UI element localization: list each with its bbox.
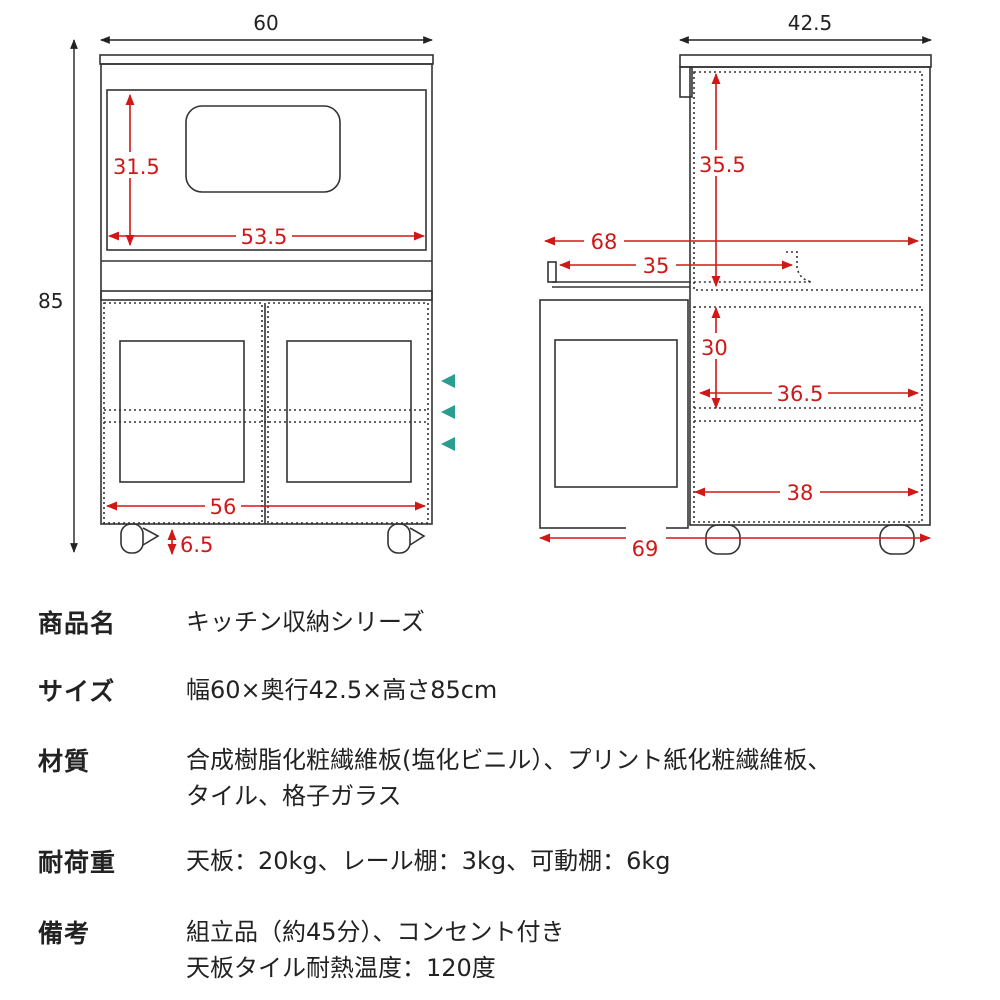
spec-value-line: 合成樹脂化粧繊維板(塩化ビニル）、プリント紙化粧繊維板、 — [186, 746, 832, 774]
spec-value-line: タイル、格子ガラス — [186, 782, 402, 810]
side-body — [689, 66, 931, 526]
spec-value: 合成樹脂化粧繊維板(塩化ビニル）、プリント紙化粧繊維板、 タイル、格子ガラス — [186, 742, 831, 814]
front-caster-left — [120, 523, 160, 554]
side-door-glass — [554, 339, 678, 488]
spec-row-load-capacity: 耐荷重 天板：20kg、レール棚：3kg、可動棚：6kg — [38, 843, 968, 883]
dim-side-rail-shelf: 35 — [643, 254, 670, 278]
front-glass-left — [119, 340, 245, 483]
dim-front-height: 85 — [38, 289, 63, 313]
spec-row-size: サイズ 幅60×奥行42.5×高さ85cm — [38, 672, 968, 712]
shelf-position-arrows — [441, 374, 455, 451]
front-view — [99, 54, 434, 554]
front-caster-right — [387, 523, 426, 554]
dim-side-shelf-depth: 36.5 — [777, 382, 824, 406]
spec-label: 耐荷重 — [38, 848, 117, 877]
front-door-right — [267, 302, 429, 524]
dim-side-upper-height: 35.5 — [699, 153, 746, 177]
dim-front-width: 60 — [253, 11, 278, 35]
side-top-lip — [679, 66, 693, 98]
dim-front-upper-height: 31.5 — [113, 155, 160, 179]
spec-row-notes: 備考 組立品（約45分）、コンセント付き 天板タイル耐熱温度：120度 — [38, 914, 968, 990]
front-upper-panel — [106, 89, 427, 251]
spec-value: キッチン収納シリーズ — [186, 604, 425, 640]
side-lower-inner — [693, 306, 923, 523]
dim-side-bottom-depth: 38 — [787, 481, 814, 505]
front-glass-right — [286, 340, 412, 483]
front-door-left — [103, 302, 263, 524]
spec-value: 天板：20kg、レール棚：3kg、可動棚：6kg — [186, 843, 670, 879]
spec-value-line: 幅60×奥行42.5×高さ85cm — [186, 676, 498, 704]
dim-side-depth: 42.5 — [788, 11, 833, 35]
spec-label: 材質 — [38, 747, 91, 776]
dim-front-lower-width: 56 — [210, 495, 237, 519]
spec-row-product-name: 商品名 キッチン収納シリーズ — [38, 604, 968, 644]
front-window — [185, 105, 341, 193]
front-top-board — [99, 54, 434, 65]
side-caster-right — [879, 524, 915, 555]
side-top-board — [679, 54, 932, 68]
cabinet-dimension-diagram: 60 85 31.5 53.5 56 6.5 — [38, 11, 932, 561]
dim-side-lower-height: 30 — [701, 336, 728, 360]
spec-label: 商品名 — [38, 609, 117, 638]
spec-value-line: 組立品（約45分）、コンセント付き — [186, 918, 565, 946]
spec-value-line: 天板タイル耐熱温度：120度 — [186, 954, 496, 982]
dim-side-rail-extended: 68 — [591, 230, 618, 254]
spec-value-line: 天板：20kg、レール棚：3kg、可動棚：6kg — [186, 847, 671, 875]
side-upper-inner — [693, 71, 923, 291]
side-view — [539, 54, 932, 555]
spec-row-material: 材質 合成樹脂化粧繊維板(塩化ビニル）、プリント紙化粧繊維板、 タイル、格子ガラ… — [38, 742, 968, 818]
front-body — [100, 63, 433, 525]
side-caster-left — [705, 524, 741, 555]
dim-caster-height: 6.5 — [180, 533, 213, 557]
dim-front-upper-width: 53.5 — [241, 225, 288, 249]
spec-label: 備考 — [38, 919, 91, 948]
front-rail — [100, 290, 433, 301]
spec-label: サイズ — [38, 677, 116, 706]
spec-value: 幅60×奥行42.5×高さ85cm — [186, 672, 497, 708]
dim-side-total: 69 — [632, 537, 659, 561]
spec-value-line: キッチン収納シリーズ — [186, 608, 425, 636]
spec-value: 組立品（約45分）、コンセント付き 天板タイル耐熱温度：120度 — [186, 914, 565, 986]
side-rail-shelf — [547, 251, 813, 288]
side-door-open — [539, 299, 689, 529]
